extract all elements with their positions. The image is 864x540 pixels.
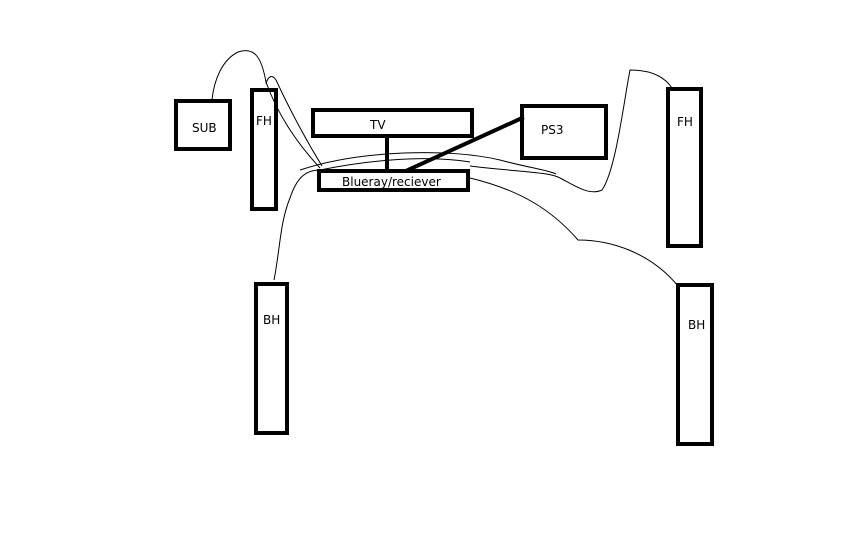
- front-right-speaker-box: FH: [666, 87, 703, 248]
- front-left-label: FH: [256, 114, 272, 128]
- back-right-speaker-box: BH: [676, 283, 714, 446]
- cable-back-right: [469, 177, 679, 287]
- tv-label: TV: [370, 118, 386, 132]
- tv-box: TV: [311, 108, 474, 138]
- back-right-label: BH: [688, 318, 706, 332]
- front-left-speaker-box: FH: [250, 88, 278, 211]
- sub-label: SUB: [192, 121, 217, 135]
- back-left-label: BH: [263, 313, 281, 327]
- front-right-label: FH: [677, 115, 693, 129]
- sub-box: SUB: [174, 99, 232, 151]
- receiver-box: Blueray/reciever: [317, 169, 470, 192]
- ps3-box: PS3: [520, 104, 608, 160]
- receiver-label: Blueray/reciever: [342, 175, 441, 189]
- ps3-label: PS3: [541, 123, 564, 137]
- back-left-speaker-box: BH: [254, 282, 289, 435]
